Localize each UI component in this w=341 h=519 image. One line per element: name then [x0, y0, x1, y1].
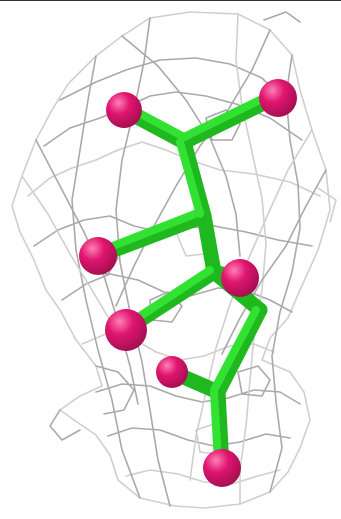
atom	[259, 79, 297, 117]
mesh-line	[95, 383, 301, 405]
atom	[105, 309, 147, 351]
mesh-line	[59, 57, 285, 101]
mesh-outline	[11, 11, 331, 509]
atom	[106, 92, 142, 128]
mesh-line	[49, 409, 81, 441]
mesh-line	[35, 139, 139, 405]
atom	[203, 449, 241, 487]
mesh-line	[27, 141, 321, 197]
ball-and-stick-model	[79, 79, 297, 487]
bond-highlight	[96, 208, 204, 255]
bond	[196, 208, 222, 280]
mesh-line	[263, 11, 301, 23]
mesh-line	[235, 13, 267, 505]
density-mesh	[11, 11, 337, 509]
bond	[176, 90, 282, 150]
bond-highlight	[176, 138, 204, 218]
mesh-line	[317, 187, 337, 223]
mesh-line	[189, 129, 313, 481]
mesh-line	[121, 35, 241, 257]
mesh-line	[115, 17, 171, 507]
mesh-line	[107, 427, 291, 447]
atom	[221, 259, 259, 297]
mesh-line	[71, 55, 141, 499]
atom	[156, 356, 188, 388]
bond-highlight	[126, 266, 214, 327]
mesh-line	[95, 365, 135, 415]
mesh-line	[237, 365, 271, 397]
bond-highlight	[180, 90, 276, 141]
atom	[79, 237, 117, 275]
mesh-line	[221, 169, 327, 355]
bond-highlight	[210, 306, 260, 394]
mesh-line	[125, 469, 281, 485]
mesh-line	[21, 175, 113, 325]
top-border	[0, 0, 341, 1]
mesh-line	[269, 54, 301, 493]
